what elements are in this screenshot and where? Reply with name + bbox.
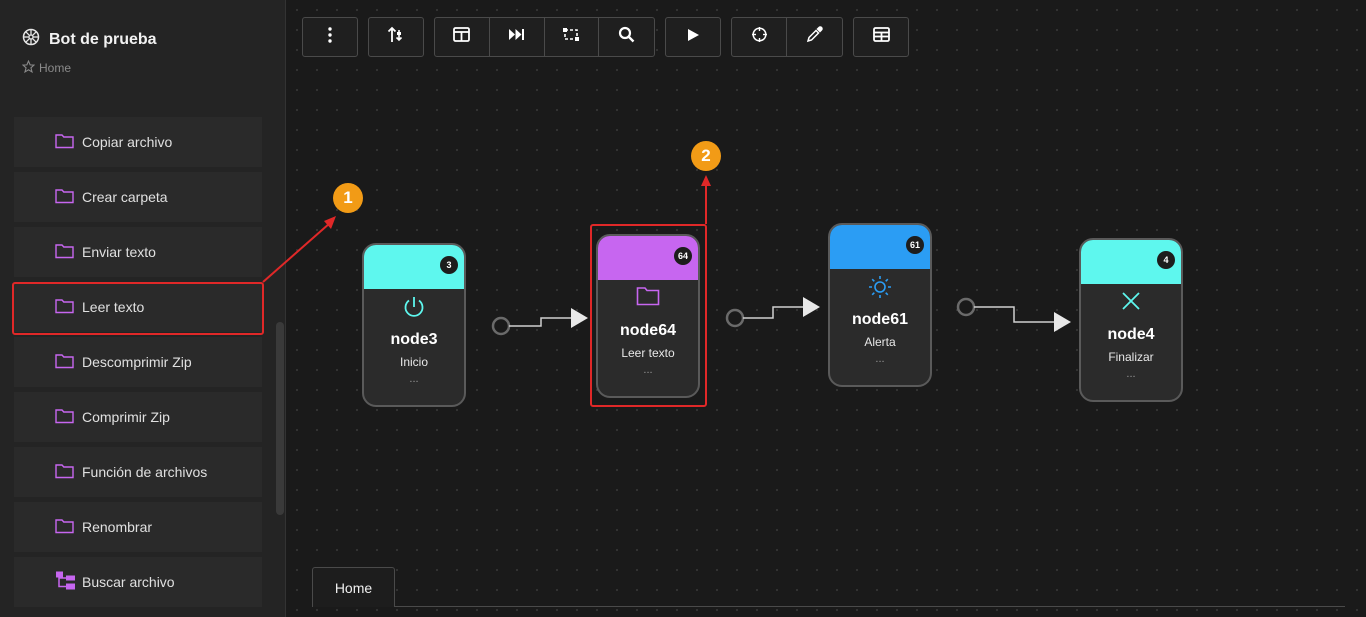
edge-node61-node4	[956, 297, 1071, 332]
annotation-marker-1: 1	[333, 183, 363, 213]
folder-icon	[55, 353, 74, 372]
tab-bar-line	[312, 606, 1345, 607]
folder-icon	[55, 408, 74, 427]
view-button-group	[434, 17, 655, 57]
annotation-marker-2: 2	[691, 141, 721, 171]
node-badge: 4	[1157, 251, 1175, 269]
search-icon	[618, 26, 635, 48]
table-icon	[872, 27, 890, 47]
node-header: 61	[830, 225, 930, 269]
eyedropper-button[interactable]	[787, 18, 842, 56]
star-icon[interactable]	[21, 59, 36, 76]
folder-tree-icon	[55, 571, 76, 594]
highlight-node64	[590, 224, 707, 407]
node-card-node64[interactable]: 64 node64 Leer texto ...	[596, 234, 700, 398]
node-type: Inicio	[399, 355, 428, 369]
tools-button-group	[731, 17, 843, 57]
eyedropper-icon	[806, 26, 823, 48]
edge-node64-node61	[725, 297, 820, 328]
folder-icon	[55, 518, 74, 537]
crosshair-button[interactable]	[732, 18, 787, 56]
node-card-node4[interactable]: 4 node4 Finalizar ...	[1079, 238, 1183, 402]
sidebar-item-buscar-archivo[interactable]: Buscar archivo	[14, 557, 262, 607]
node-type: Finalizar	[1108, 350, 1154, 364]
node-header: 64	[598, 236, 698, 280]
node-more[interactable]: ...	[643, 364, 653, 376]
node-header: 4	[1081, 240, 1181, 284]
sidebar-item-leer-texto[interactable]: Leer texto	[14, 282, 262, 332]
node-type: Leer texto	[621, 346, 675, 360]
more-vertical-icon	[328, 26, 332, 48]
sidebar-item-label: Copiar archivo	[82, 134, 173, 150]
sidebar-item-label: Descomprimir Zip	[82, 354, 192, 370]
node-type: Alerta	[864, 335, 896, 349]
node-name: node3	[390, 331, 438, 348]
transform-button[interactable]	[545, 18, 600, 56]
node-header: 3	[364, 245, 464, 289]
sidebar-scrollbar[interactable]	[276, 322, 284, 515]
folder-icon	[55, 133, 74, 152]
node-more[interactable]: ...	[1126, 368, 1136, 380]
sidebar-item-renombrar[interactable]: Renombrar	[14, 502, 262, 552]
node-name: node61	[851, 311, 908, 328]
sidebar-item-label: Leer texto	[82, 299, 145, 315]
layout-button[interactable]	[435, 18, 490, 56]
flow-canvas[interactable]	[287, 0, 1366, 617]
sidebar-item-funcion-de-archivos[interactable]: Función de archivos	[14, 447, 262, 497]
sort-icon	[387, 26, 405, 49]
crosshair-icon	[751, 26, 768, 48]
folder-icon	[598, 286, 698, 312]
folder-icon	[55, 463, 74, 482]
sun-icon	[830, 275, 930, 301]
layout-icon	[453, 27, 471, 47]
play-icon	[687, 28, 700, 47]
play-button[interactable]	[665, 17, 721, 57]
skip-forward-icon	[508, 28, 525, 46]
table-button[interactable]	[853, 17, 909, 57]
breadcrumb[interactable]: Home	[21, 59, 72, 76]
sidebar-item-label: Buscar archivo	[82, 574, 175, 590]
sidebar-item-enviar-texto[interactable]: Enviar texto	[14, 227, 262, 277]
node-name: node4	[1107, 326, 1155, 343]
sidebar-item-comprimir-zip[interactable]: Comprimir Zip	[14, 392, 262, 442]
tab-home[interactable]: Home	[312, 567, 395, 607]
node-card-node3[interactable]: 3 node3 Inicio ...	[362, 243, 466, 407]
skip-forward-button[interactable]	[490, 18, 545, 56]
power-icon	[364, 295, 464, 321]
breadcrumb-home[interactable]: Home	[39, 61, 72, 75]
sidebar: Bot de prueba Home Copiar archivo Crear …	[0, 0, 286, 617]
node-card-node61[interactable]: 61 node61 Alerta ...	[828, 223, 932, 387]
node-more[interactable]: ...	[875, 353, 885, 365]
sidebar-item-descomprimir-zip[interactable]: Descomprimir Zip	[14, 337, 262, 387]
annotation-arrows	[262, 175, 711, 283]
node-more[interactable]: ...	[409, 373, 419, 385]
sidebar-item-label: Renombrar	[82, 519, 153, 535]
close-icon	[1081, 290, 1181, 316]
transform-icon	[562, 27, 580, 48]
sidebar-item-label: Función de archivos	[82, 464, 208, 480]
bot-header: Bot de prueba	[22, 28, 157, 51]
folder-icon	[55, 188, 74, 207]
sidebar-item-crear-carpeta[interactable]: Crear carpeta	[14, 172, 262, 222]
node-badge: 61	[906, 236, 924, 254]
sort-button[interactable]	[368, 17, 424, 57]
highlight-leer-texto	[12, 282, 264, 335]
sidebar-item-label: Enviar texto	[82, 244, 156, 260]
sidebar-item-label: Crear carpeta	[82, 189, 168, 205]
bot-wheel-icon	[22, 28, 40, 51]
node-badge: 3	[440, 256, 458, 274]
folder-icon	[55, 298, 74, 317]
sidebar-item-copiar-archivo[interactable]: Copiar archivo	[14, 117, 262, 167]
edge-node3-node64	[491, 308, 588, 336]
more-options-button[interactable]	[302, 17, 358, 57]
search-button[interactable]	[599, 18, 654, 56]
node-badge: 64	[674, 247, 692, 265]
node-name: node64	[619, 322, 676, 339]
bot-title: Bot de prueba	[49, 30, 157, 48]
sidebar-item-label: Comprimir Zip	[82, 409, 170, 425]
folder-icon	[55, 243, 74, 262]
